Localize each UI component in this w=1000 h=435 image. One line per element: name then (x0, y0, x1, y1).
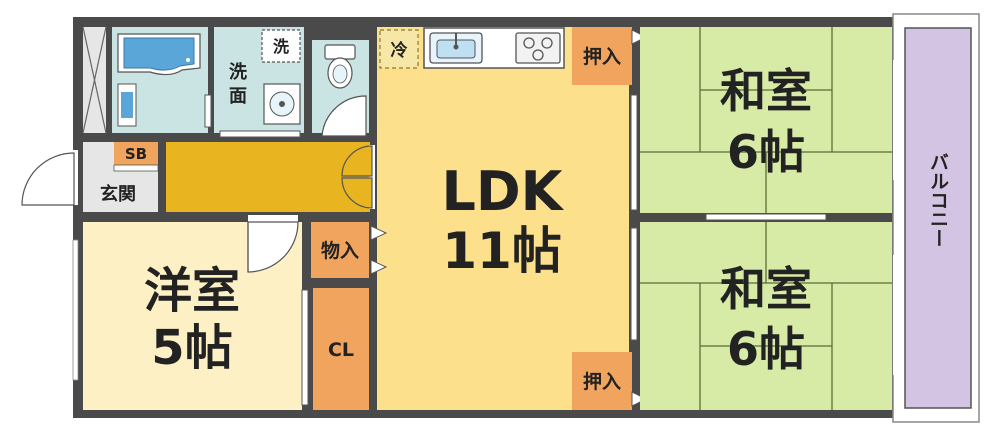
japanese-bottom-size: 6帖 (727, 322, 805, 376)
oshiire-bottom-label: 押入 (583, 370, 621, 393)
ldk-size: 11帖 (442, 222, 562, 280)
tatami-lines-top (640, 27, 892, 213)
closet (313, 288, 369, 410)
ldk-name: LDK (441, 160, 564, 223)
washroom-label-2: 面 (229, 86, 247, 107)
toilet-door-icon (321, 95, 367, 137)
shoe-box-label: SB (125, 145, 147, 163)
window-jtop (893, 60, 897, 180)
laundry-label: 洗 (273, 37, 289, 56)
balcony-label: バルコニー (927, 152, 949, 247)
washroom-door (219, 130, 301, 138)
tatami-lines-bottom (640, 222, 892, 410)
balcony (904, 27, 972, 409)
sliding-door-ldk-jbottom (630, 227, 638, 341)
closet-label: CL (328, 339, 354, 361)
hallway-door-icon (341, 145, 375, 209)
ldk-room (377, 27, 629, 410)
western-size: 5帖 (151, 320, 232, 376)
storage (311, 222, 369, 278)
washbasin-icon (263, 83, 301, 125)
fridge-spot (379, 29, 419, 69)
japanese-top-name: 和室 (720, 64, 812, 118)
sink-icon (429, 32, 483, 64)
sliding-door-jtop-jbottom (705, 213, 827, 221)
bath-washbasin-icon (117, 83, 137, 127)
japanese-top-size: 6帖 (727, 125, 805, 179)
bath-door (204, 94, 212, 128)
stove-icon (515, 32, 561, 64)
japanese-bottom-name: 和室 (720, 262, 812, 316)
window-western (72, 239, 79, 381)
oshiire-bottom (572, 352, 632, 410)
storage-door-icon (370, 225, 388, 275)
storage-label: 物入 (321, 239, 359, 262)
western-name: 洋室 (144, 263, 240, 319)
hallway (166, 142, 370, 212)
entrance-step (113, 164, 159, 172)
oshiire-bottom-door-icon (631, 391, 648, 407)
fridge-label: 冷 (391, 40, 408, 61)
oshiire-top (572, 27, 632, 85)
sliding-door-ldk-jtop (630, 94, 638, 211)
toilet-icon (324, 44, 356, 89)
laundry-spot (261, 29, 301, 63)
entrance-door-icon (21, 150, 78, 206)
shoe-box (114, 142, 158, 165)
window-jbottom (893, 255, 897, 375)
washroom-label-1: 洗 (229, 61, 247, 83)
western-door-icon (247, 215, 299, 273)
bathtub-icon (117, 33, 201, 76)
oshiire-top-label: 押入 (583, 45, 621, 68)
oshiire-top-door-icon (631, 29, 648, 45)
sliding-door-western-cl (301, 289, 309, 406)
entrance-label: 玄関 (100, 183, 136, 205)
pipe-shaft-cross-icon (82, 26, 107, 134)
